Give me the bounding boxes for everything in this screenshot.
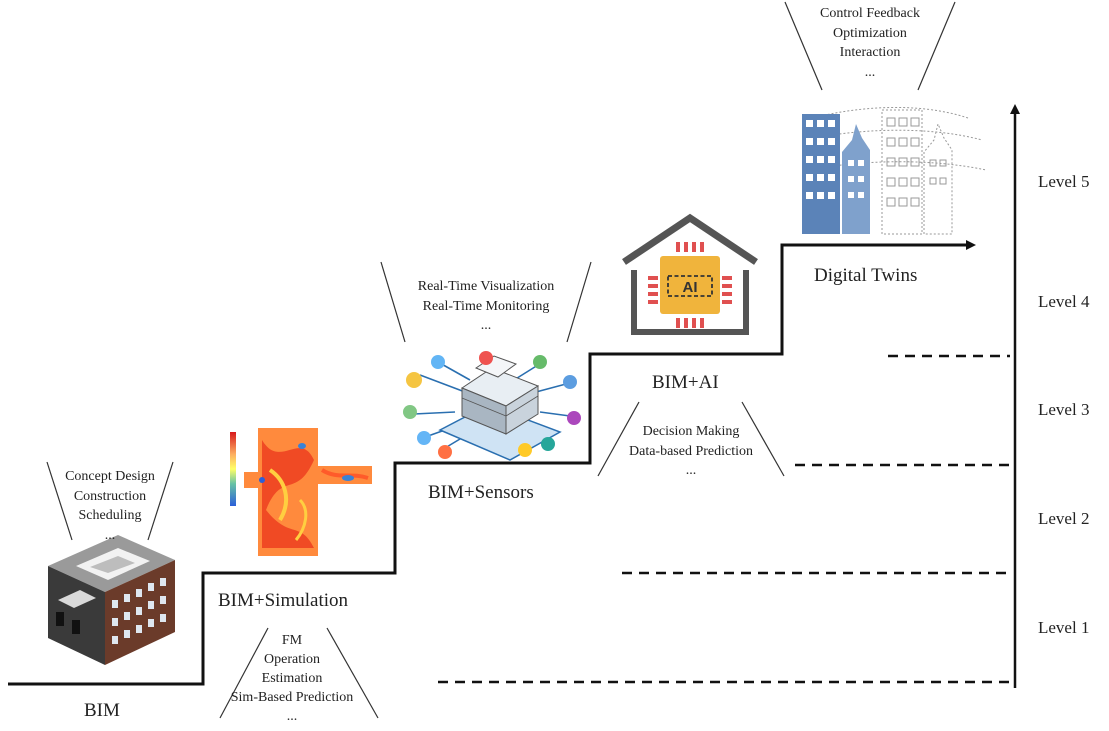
notes-ai: Decision Making Data-based Prediction ..… xyxy=(629,422,753,481)
notes-bim: Concept Design Construction Scheduling .… xyxy=(65,467,155,545)
staircase-line xyxy=(8,240,976,686)
level-label-5: Level 5 xyxy=(1038,172,1090,191)
note-line: Decision Making xyxy=(642,424,740,439)
note-line: Operation xyxy=(264,652,320,667)
note-line: Optimization xyxy=(833,25,907,41)
note-line: ... xyxy=(685,463,697,478)
note-line: Data-based Prediction xyxy=(628,443,754,459)
digital-twin-city-icon xyxy=(802,106,987,235)
note-line: Real-Time Monitoring xyxy=(422,298,550,314)
level-label-2: Level 2 xyxy=(1038,509,1090,528)
note-line: Interaction xyxy=(839,45,901,60)
note-line: ... xyxy=(104,527,116,543)
notes-digital-twins: Control Feedback Optimization Interactio… xyxy=(820,4,920,82)
note-line: ... xyxy=(480,318,492,333)
notes-simulation: FM Operation Estimation Sim-Based Predic… xyxy=(231,631,354,726)
note-line: Construction xyxy=(73,488,147,504)
note-funnel-simulation xyxy=(219,627,379,719)
note-line: ... xyxy=(864,64,876,80)
stage-label-ai: BIM+AI xyxy=(652,372,719,393)
stage-label-bim: BIM xyxy=(84,700,120,721)
note-line: Sim-Based Prediction xyxy=(230,690,354,705)
stage-label-sensors: BIM+Sensors xyxy=(428,482,534,503)
note-line: Scheduling xyxy=(78,508,142,523)
note-line: Concept Design xyxy=(65,469,155,484)
level-label-3: Level 3 xyxy=(1038,400,1090,419)
note-funnel-ai xyxy=(597,401,785,477)
cfd-simulation-icon xyxy=(230,428,372,556)
stage-label-digital-twins: Digital Twins xyxy=(814,265,918,286)
note-funnel-bim xyxy=(46,461,174,541)
note-funnel-sensors xyxy=(380,261,592,343)
iot-sensor-building-icon xyxy=(403,351,581,461)
note-line: Estimation xyxy=(261,671,323,686)
note-line: FM xyxy=(281,633,303,648)
ai-chip-label: AI xyxy=(683,279,698,296)
level-label-4: Level 4 xyxy=(1038,292,1090,311)
ai-chip-house-icon: AI xyxy=(622,213,758,335)
note-funnel-twins xyxy=(784,1,956,91)
note-line: ... xyxy=(286,709,298,724)
level-label-1: Level 1 xyxy=(1038,618,1090,637)
note-line: Control Feedback xyxy=(820,6,920,21)
isometric-building-icon xyxy=(48,535,175,665)
note-line: Real-Time Visualization xyxy=(417,279,555,294)
notes-sensors: Real-Time Visualization Real-Time Monito… xyxy=(418,277,554,336)
stage-label-simulation: BIM+Simulation xyxy=(218,590,349,611)
